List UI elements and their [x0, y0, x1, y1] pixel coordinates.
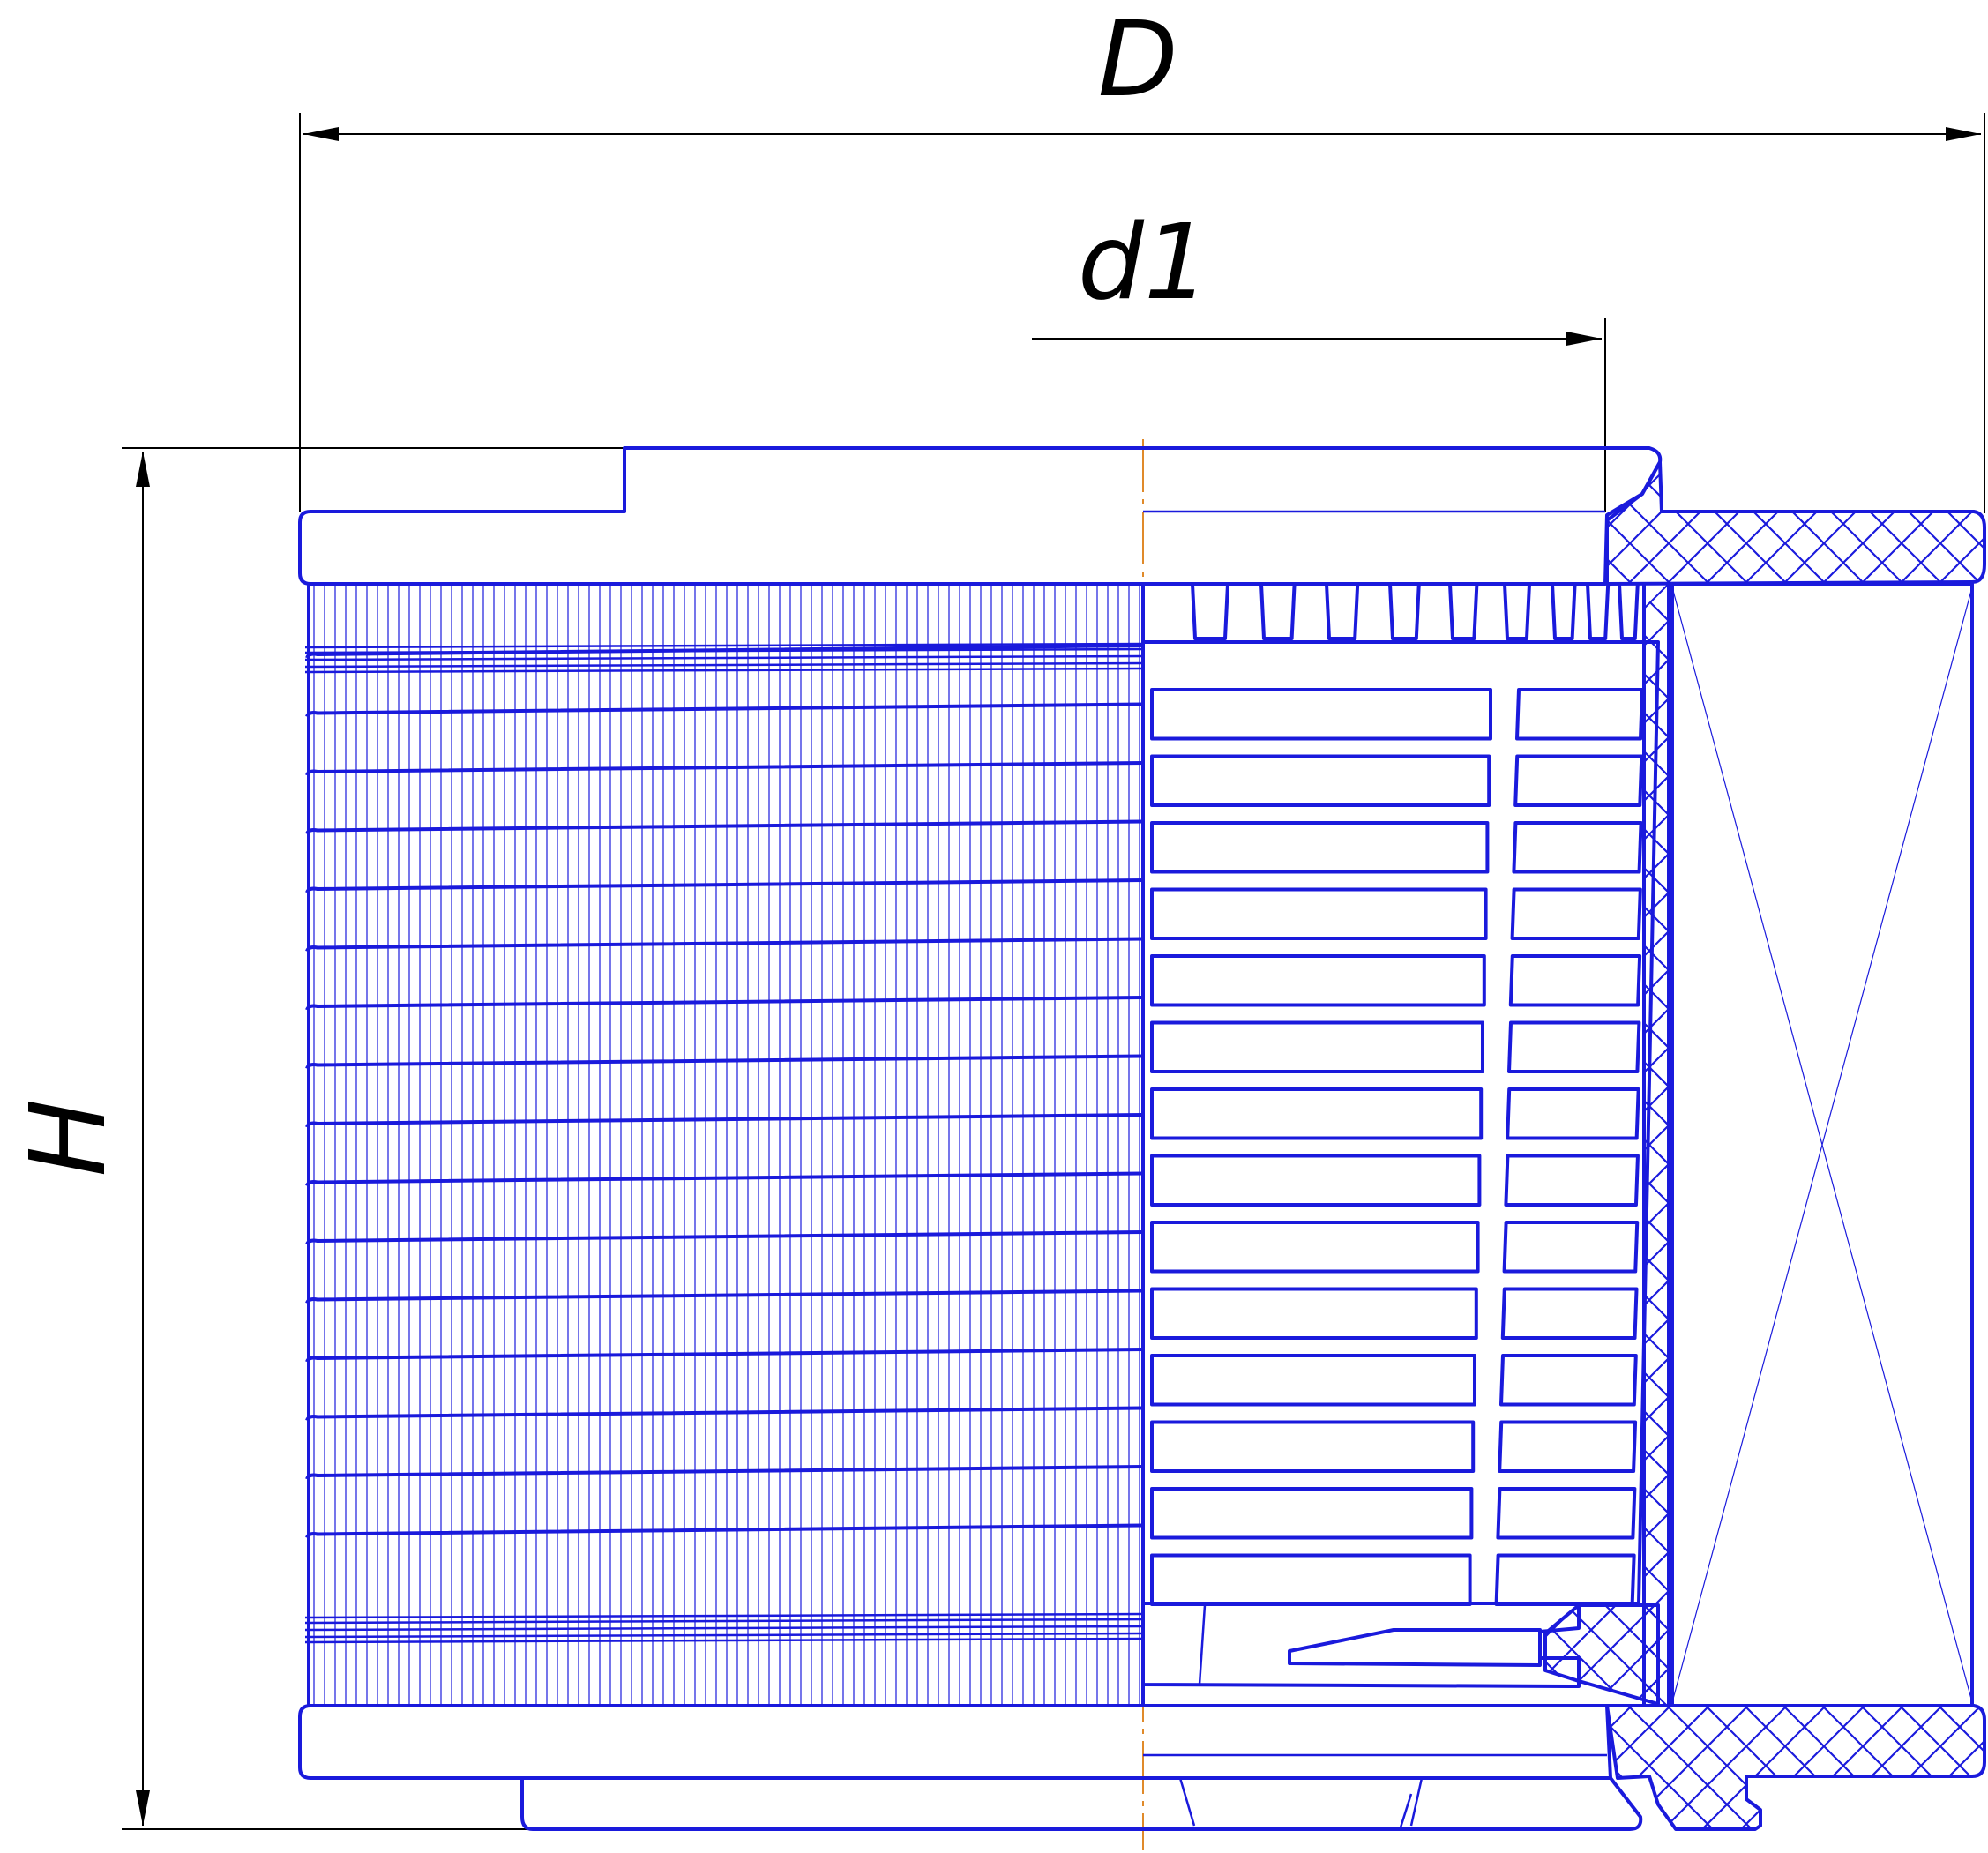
wire-band — [304, 661, 1144, 669]
dimension-lines — [122, 113, 1985, 1830]
window-right — [1500, 1287, 1639, 1340]
window-left — [1150, 887, 1488, 940]
inner-core-outline — [1143, 640, 1660, 1605]
core-top-slots — [1191, 583, 1640, 640]
window-left — [1150, 1020, 1484, 1073]
wire-wrap — [305, 1348, 1144, 1363]
insert-frame — [1670, 582, 1974, 1707]
window-left — [1150, 821, 1490, 874]
window-left — [1150, 754, 1491, 807]
window-right — [1507, 1020, 1641, 1073]
bottom-seal-wedge — [1543, 1603, 1660, 1706]
window-right — [1499, 1354, 1638, 1407]
wire-band — [304, 667, 1144, 674]
core-slot — [1325, 583, 1360, 640]
bottom-cap-foot — [1178, 1777, 1424, 1828]
window-right — [1510, 887, 1642, 940]
bottom-seal-ring — [1605, 1704, 1986, 1831]
core-slot — [1586, 583, 1611, 640]
window-left — [1150, 688, 1492, 741]
wire-band — [304, 1612, 1144, 1619]
wire-wrap — [305, 1230, 1144, 1245]
wire-wrap — [305, 1171, 1144, 1187]
window-right — [1494, 1553, 1636, 1606]
valve-flap — [1288, 1628, 1542, 1667]
wire-wrap — [305, 937, 1144, 953]
wire-wrap — [305, 761, 1144, 776]
core-slot — [1448, 583, 1479, 640]
core-slot — [1503, 583, 1531, 640]
window-left — [1150, 1221, 1480, 1274]
core-windows — [1150, 688, 1644, 1606]
wire-wrap — [305, 878, 1144, 893]
window-right — [1498, 1420, 1638, 1473]
d-label: D — [1098, 0, 1178, 120]
wire-wraps — [304, 642, 1144, 1644]
window-right — [1512, 821, 1643, 874]
wire-band — [304, 1637, 1144, 1644]
wire-wrap — [305, 644, 1144, 659]
core-wall-hatch — [1643, 583, 1670, 1707]
bottom-cap-lower — [520, 1776, 1643, 1831]
window-left — [1150, 954, 1486, 1007]
core-slot — [1618, 583, 1640, 640]
top-seal-ring — [1605, 460, 1986, 586]
window-left — [1150, 1553, 1472, 1606]
window-left — [1150, 1420, 1476, 1473]
wire-wrap — [305, 996, 1144, 1011]
valve-line — [1198, 1604, 1207, 1685]
filter-body — [298, 446, 1986, 1831]
core-slot — [1388, 583, 1421, 640]
window-left — [1150, 1487, 1474, 1540]
window-left — [1150, 1287, 1478, 1340]
wire-wrap — [305, 1465, 1144, 1480]
wire-wrap — [305, 702, 1144, 718]
window-right — [1513, 754, 1644, 807]
window-right — [1504, 1154, 1640, 1207]
core-slot — [1259, 583, 1297, 640]
wire-wrap — [305, 1523, 1144, 1539]
bottom-end-cap — [298, 1704, 1612, 1780]
window-left — [1150, 1154, 1482, 1207]
window-right — [1506, 1087, 1640, 1140]
wire-wrap — [305, 1113, 1144, 1128]
wire-wrap — [305, 819, 1144, 835]
core-slot — [1551, 583, 1577, 640]
d1-label: d1 — [1078, 201, 1210, 323]
wire-band — [304, 1625, 1144, 1632]
top-end-cap — [298, 446, 1663, 586]
pleated-media-left — [307, 582, 1145, 1707]
window-right — [1502, 1221, 1640, 1274]
wire-wrap — [305, 1406, 1144, 1422]
window-right — [1508, 954, 1642, 1007]
core-slot — [1191, 583, 1229, 640]
window-left — [1150, 1354, 1476, 1407]
wire-band — [304, 1618, 1144, 1625]
valve-body — [1141, 1602, 1581, 1688]
wire-band — [304, 642, 1144, 649]
wire-wrap — [305, 1289, 1144, 1304]
pleat-lines — [313, 586, 1140, 1704]
window-right — [1515, 688, 1644, 741]
h-label: H — [7, 1099, 129, 1177]
wire-wrap — [305, 1054, 1144, 1070]
insert-diagonal-2 — [1671, 587, 1973, 1703]
wire-band — [304, 654, 1144, 661]
wire-band — [304, 1632, 1144, 1639]
wire-band — [304, 647, 1144, 654]
window-right — [1496, 1487, 1637, 1540]
window-left — [1150, 1087, 1484, 1140]
